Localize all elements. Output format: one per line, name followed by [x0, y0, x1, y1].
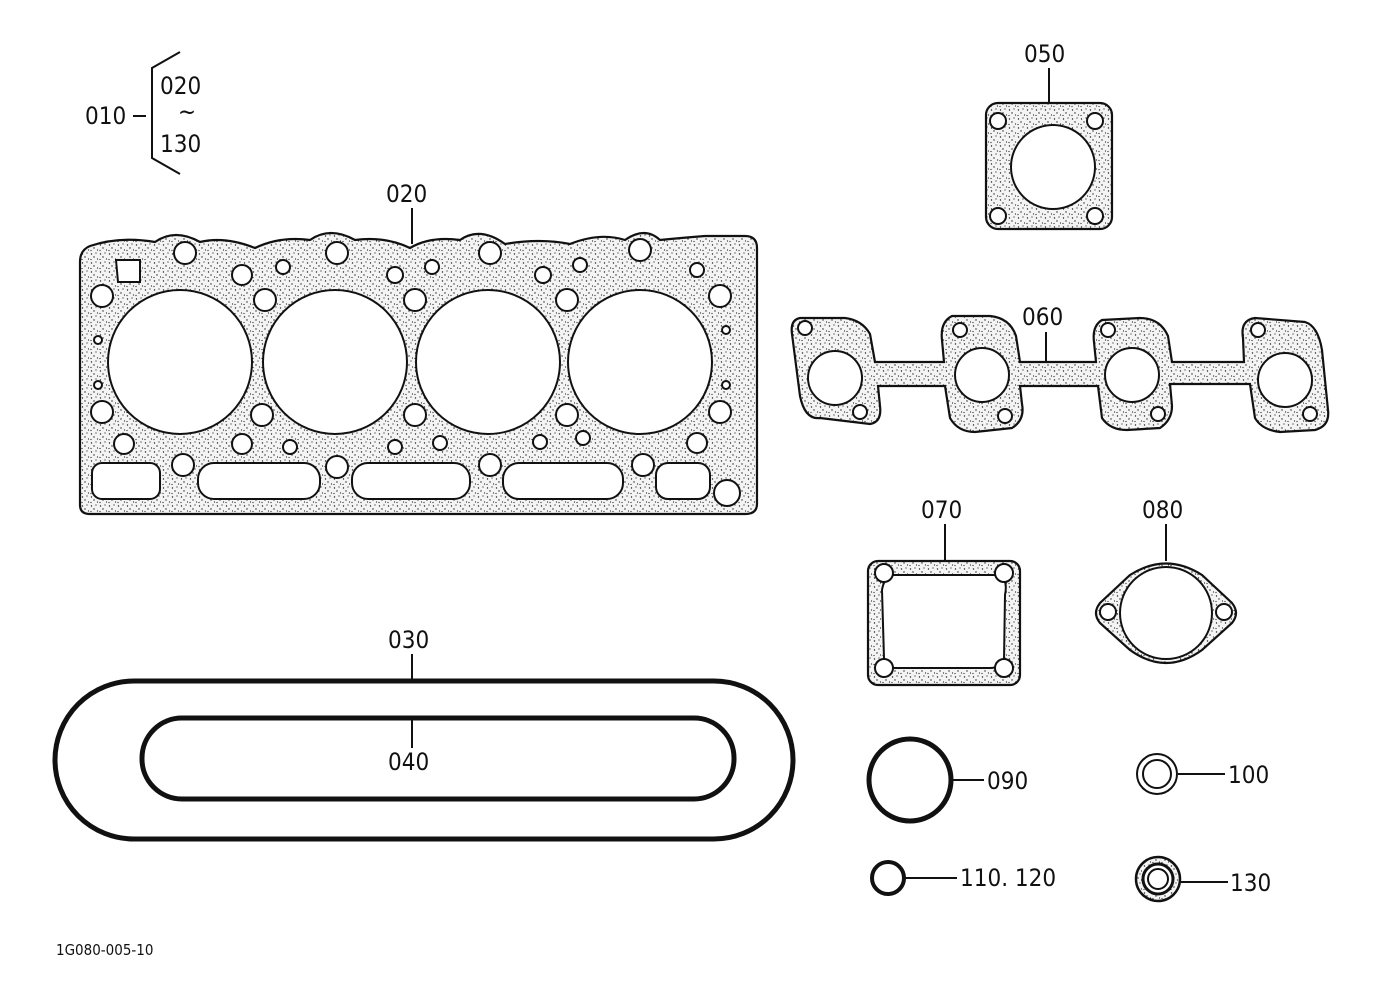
label-070: 070	[921, 496, 962, 524]
cylinder-bore-3	[415, 289, 561, 435]
label-110-120: 110. 120	[960, 864, 1056, 892]
part-050-square-gasket: 050	[984, 40, 1114, 231]
part-020-head-gasket: 020	[78, 180, 759, 516]
part-130-oil-seal: 130	[1134, 855, 1271, 903]
label-010-range-end: 130	[160, 130, 201, 158]
label-010-range-start: 020	[160, 72, 201, 100]
part-070-frame-gasket: 070	[866, 496, 1022, 687]
part-110-120-o-ring: 110. 120	[870, 860, 1056, 896]
part-030-040-rings: 030 040	[52, 626, 796, 842]
label-130: 130	[1230, 869, 1271, 897]
label-020: 020	[386, 180, 427, 208]
part-080-flange-gasket: 080	[1094, 496, 1238, 665]
part-030-outer-seal	[52, 678, 796, 842]
label-100: 100	[1228, 761, 1269, 789]
part-100-washer: 100	[1136, 753, 1269, 795]
label-040: 040	[388, 748, 429, 776]
part-060-manifold-gasket: 060	[790, 303, 1330, 434]
label-010-range-tilde: ~	[178, 98, 196, 126]
figure-code: 1G080-005-10	[56, 941, 153, 959]
cylinder-bore-4	[567, 289, 713, 435]
label-080: 080	[1142, 496, 1183, 524]
cylinder-bore-2	[262, 289, 408, 435]
part-040-inner-seal	[139, 715, 737, 802]
label-050: 050	[1024, 40, 1065, 68]
part-090-o-ring: 090	[866, 736, 1028, 824]
label-010: 010	[85, 102, 126, 130]
label-030: 030	[388, 626, 429, 654]
label-090: 090	[987, 767, 1028, 795]
cylinder-bore-1	[107, 289, 253, 435]
label-060: 060	[1022, 303, 1063, 331]
kit-callout-010: 010 020 ~ 130	[85, 51, 201, 175]
